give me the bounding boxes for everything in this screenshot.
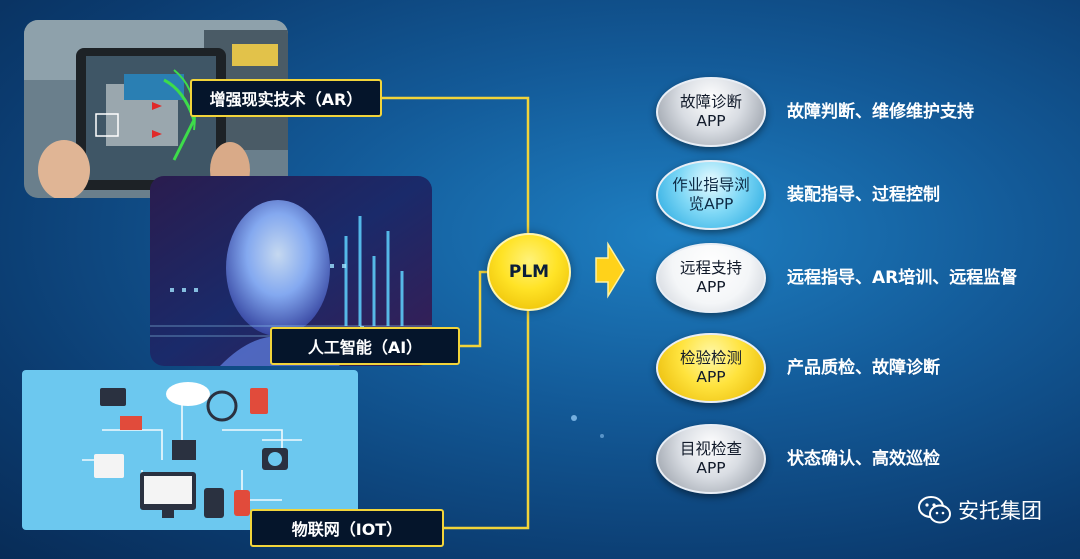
plm-hub: PLM — [487, 233, 571, 311]
decor-dot — [571, 415, 577, 421]
app-description: 状态确认、高效巡检 — [787, 449, 940, 469]
app-row-inspection: 检验检测APP 产品质检、故障诊断 — [656, 333, 1076, 403]
app-row-visual-check: 目视检查APP 状态确认、高效巡检 — [656, 424, 1076, 494]
app-oval: 目视检查APP — [656, 424, 766, 494]
tech-label-iot: 物联网（IOT） — [250, 509, 444, 547]
app-name: 作业指导浏览APP — [672, 176, 750, 213]
app-oval: 作业指导浏览APP — [656, 160, 766, 230]
plm-hub-label: PLM — [508, 262, 550, 282]
app-row-fault-diagnosis: 故障诊断APP 故障判断、维修维护支持 — [656, 77, 1076, 147]
app-row-work-guide: 作业指导浏览APP 装配指导、过程控制 — [656, 160, 1076, 230]
app-description: 远程指导、AR培训、远程监督 — [787, 268, 1018, 288]
app-name: 检验检测APP — [679, 349, 742, 386]
connector-iot — [444, 309, 530, 530]
tech-label-ai: 人工智能（AI） — [270, 327, 460, 365]
app-oval: 远程支持APP — [656, 243, 766, 313]
watermark: 安托集团 — [918, 492, 1042, 528]
decor-dot — [600, 434, 604, 438]
app-name: 目视检查APP — [679, 440, 742, 477]
wechat-icon — [918, 496, 951, 524]
iot-photo — [22, 370, 358, 530]
connector-ar — [382, 96, 530, 235]
app-description: 装配指导、过程控制 — [787, 185, 940, 205]
flow-arrow-icon — [595, 241, 625, 299]
tech-label-ar: 增强现实技术（AR） — [190, 79, 382, 117]
app-description: 故障判断、维修维护支持 — [787, 102, 974, 122]
app-oval: 检验检测APP — [656, 333, 766, 403]
app-row-remote-support: 远程支持APP 远程指导、AR培训、远程监督 — [656, 243, 1076, 313]
app-name: 远程支持APP — [679, 259, 742, 296]
app-description: 产品质检、故障诊断 — [787, 358, 940, 378]
app-name: 故障诊断APP — [679, 93, 742, 130]
watermark-text: 安托集团 — [958, 499, 1042, 523]
connector-ai — [460, 270, 488, 348]
app-oval: 故障诊断APP — [656, 77, 766, 147]
